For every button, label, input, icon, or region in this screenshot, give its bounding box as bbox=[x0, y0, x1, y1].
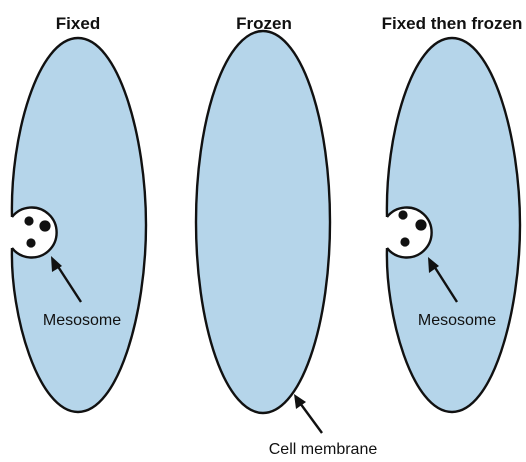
mesosome-outline-fixed bbox=[12, 208, 57, 258]
membrane-pointer bbox=[294, 394, 322, 433]
panel-title-fixed-then-frozen: Fixed then frozen bbox=[382, 14, 523, 33]
granule bbox=[415, 219, 426, 230]
mesosome-outline-fixed-then-frozen bbox=[387, 208, 432, 258]
mesosome-fixed bbox=[12, 208, 57, 258]
mesosome-fixed-then-frozen bbox=[387, 208, 432, 258]
panel-title-fixed: Fixed bbox=[56, 14, 100, 33]
granule bbox=[24, 216, 33, 225]
mesosome-label-fixed: Mesosome bbox=[43, 312, 121, 329]
cell-body-frozen bbox=[196, 31, 330, 413]
granule bbox=[398, 210, 407, 219]
granule bbox=[26, 238, 35, 247]
panel-fixed-then-frozen: Fixed then frozen Mesosome bbox=[382, 14, 523, 412]
panel-frozen: Frozen Cell membrane bbox=[196, 14, 377, 458]
cell-membrane-label: Cell membrane bbox=[269, 441, 378, 458]
granule bbox=[39, 220, 50, 231]
mesosome-label-fixed-then-frozen: Mesosome bbox=[418, 312, 496, 329]
granule bbox=[400, 237, 409, 246]
panel-fixed: Fixed Mesosome bbox=[12, 14, 146, 412]
